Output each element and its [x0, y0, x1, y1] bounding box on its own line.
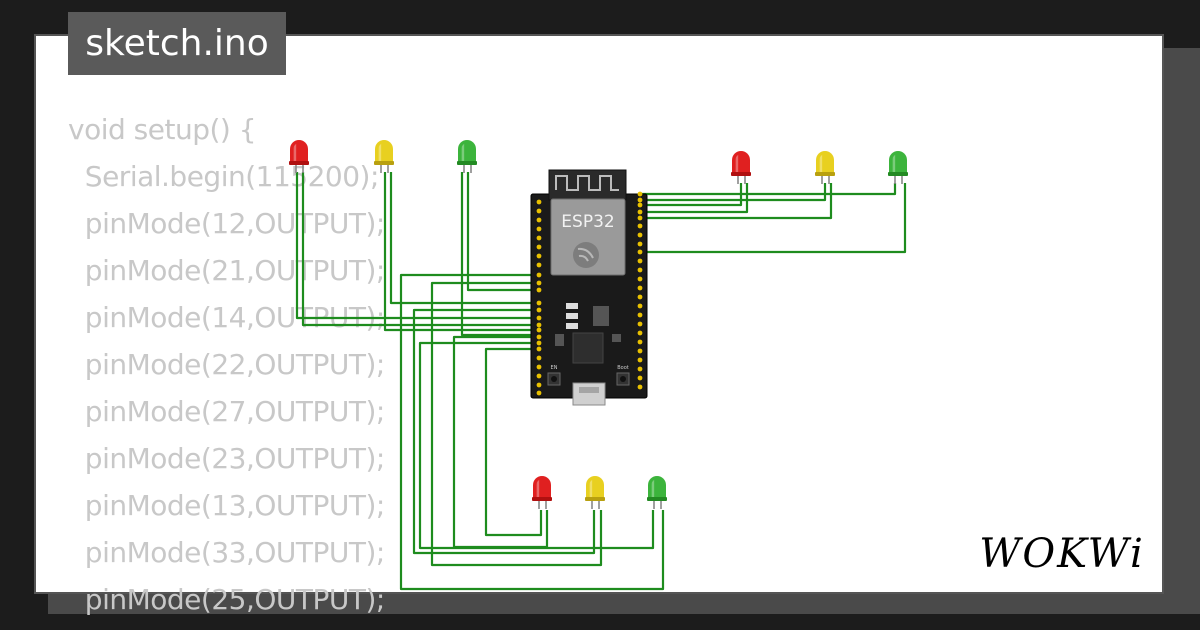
- wires: [295, 172, 907, 591]
- code-line: pinMode(13,OUTPUT);: [68, 489, 386, 522]
- wire: [642, 183, 907, 254]
- code-line: pinMode(22,OUTPUT);: [68, 348, 386, 381]
- led-green: [457, 140, 477, 173]
- board-label: ESP32: [561, 212, 614, 232]
- code-line: pinMode(33,OUTPUT);: [68, 536, 386, 569]
- en-label: EN: [551, 365, 558, 371]
- wire: [301, 172, 536, 327]
- led-red: [532, 476, 552, 509]
- code-line: pinMode(21,OUTPUT);: [68, 254, 386, 287]
- wire: [418, 341, 655, 550]
- code-line: void setup() {: [68, 113, 257, 146]
- code-preview: void setup() { Serial.begin(115200); pin…: [68, 106, 385, 623]
- wire: [295, 172, 536, 320]
- led-red: [289, 140, 309, 173]
- wire: [642, 183, 743, 207]
- led-red: [731, 151, 751, 184]
- antenna-trace: [555, 175, 619, 191]
- wifi-module-shield: [550, 198, 626, 276]
- code-line: pinMode(23,OUTPUT);: [68, 442, 386, 475]
- wire: [460, 172, 536, 337]
- code-line: pinMode(27,OUTPUT);: [68, 395, 386, 428]
- code-line: pinMode(12,OUTPUT);: [68, 207, 386, 240]
- code-line: Serial.begin(115200);: [68, 160, 380, 193]
- wire: [642, 183, 827, 202]
- pin-header-right: [637, 191, 643, 390]
- led-yellow: [374, 140, 394, 173]
- wokwi-logo: WOKWi: [979, 531, 1145, 577]
- esp32-board: ESP32 EN Boot: [530, 169, 648, 406]
- code-line: pinMode(25,OUTPUT);: [68, 583, 386, 616]
- led-green: [647, 476, 667, 509]
- boot-label: Boot: [617, 365, 629, 371]
- wire: [642, 183, 749, 214]
- led-yellow: [815, 151, 835, 184]
- led-green: [888, 151, 908, 184]
- usb-port: [572, 382, 606, 406]
- espressif-logo: [573, 242, 599, 268]
- wire: [484, 347, 543, 537]
- wire: [642, 183, 897, 196]
- led-yellow: [585, 476, 605, 509]
- wire: [389, 172, 536, 305]
- wire: [412, 308, 596, 555]
- wire: [430, 281, 603, 567]
- wire: [466, 172, 536, 292]
- wire: [399, 273, 665, 591]
- pin-header-left: [536, 199, 542, 396]
- file-tab[interactable]: sketch.ino: [68, 12, 286, 75]
- wire: [383, 172, 536, 332]
